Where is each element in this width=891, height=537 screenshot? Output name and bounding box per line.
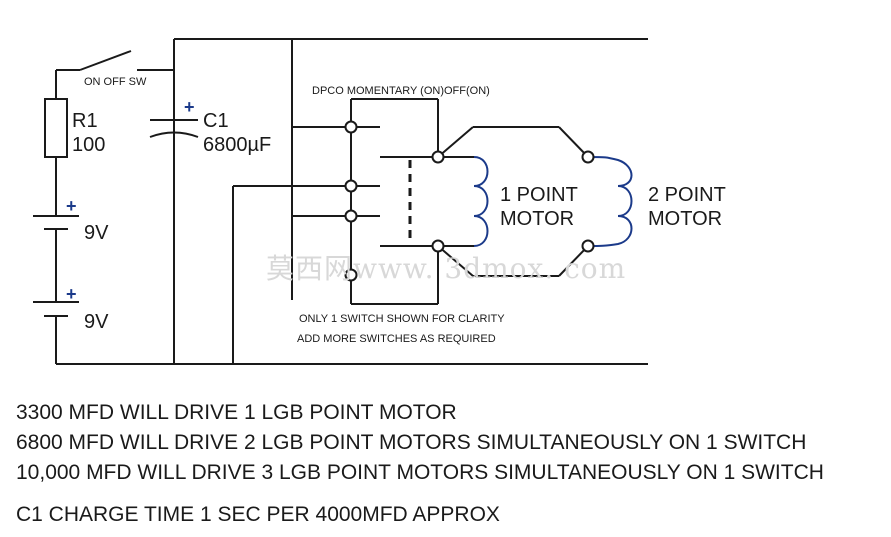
contact-node [344, 209, 358, 223]
motor-1-label-line2: MOTOR [500, 208, 574, 230]
contact-node [344, 268, 358, 282]
watermark-text: 莫西网www. 3dmox. com [266, 252, 626, 285]
switch-contacts [344, 120, 595, 282]
r1-value-label: 100 [72, 134, 105, 156]
battery-1-label: 9V [84, 222, 109, 244]
battery-2-label: 9V [84, 311, 109, 333]
dpco-label: DPCO MOMENTARY (ON)OFF(ON) [312, 85, 490, 97]
clarity-note-line2: ADD MORE SWITCHES AS REQUIRED [297, 333, 496, 345]
motor-wiring [437, 126, 589, 277]
supply-rails [56, 38, 648, 365]
contact-node [581, 150, 595, 164]
motor-2-coil [587, 156, 633, 247]
motor-1-coil [473, 156, 489, 247]
battery-1-plus-label: + [66, 196, 77, 216]
switch-label: ON OFF SW [84, 76, 147, 88]
motor-2-label-line2: MOTOR [648, 208, 722, 230]
contact-node [344, 120, 358, 134]
clarity-note-line1: ONLY 1 SWITCH SHOWN FOR CLARITY [299, 313, 505, 325]
capacitor-c1 [149, 119, 199, 138]
note-line-1: 3300 MFD WILL DRIVE 1 LGB POINT MOTOR [16, 401, 457, 424]
note-line-2: 6800 MFD WILL DRIVE 2 LGB POINT MOTORS S… [16, 431, 807, 454]
motor-2-label-line1: 2 POINT [648, 184, 726, 206]
battery-1 [33, 215, 79, 230]
contact-node [431, 239, 445, 253]
contact-node [431, 150, 445, 164]
on-off-switch [56, 50, 174, 71]
notes-block: 3300 MFD WILL DRIVE 1 LGB POINT MOTOR 68… [16, 398, 824, 530]
c1-name-label: C1 [203, 110, 229, 132]
contact-node [344, 179, 358, 193]
contact-node [581, 239, 595, 253]
note-line-4: C1 CHARGE TIME 1 SEC PER 4000MFD APPROX [16, 503, 500, 526]
c1-value-label: 6800µF [203, 134, 271, 156]
dpco-switch [232, 98, 439, 364]
r1-name-label: R1 [72, 110, 98, 132]
c1-plus-label: + [184, 97, 195, 117]
motor-1-label-line1: 1 POINT [500, 184, 578, 206]
battery-2 [33, 301, 79, 317]
resistor-r1 [44, 98, 68, 158]
note-line-3: 10,000 MFD WILL DRIVE 3 LGB POINT MOTORS… [16, 461, 824, 484]
circuit-diagram: ON OFF SW R1 100 + 9V + 9V + C1 6800µF D… [33, 38, 726, 365]
battery-2-plus-label: + [66, 284, 77, 304]
